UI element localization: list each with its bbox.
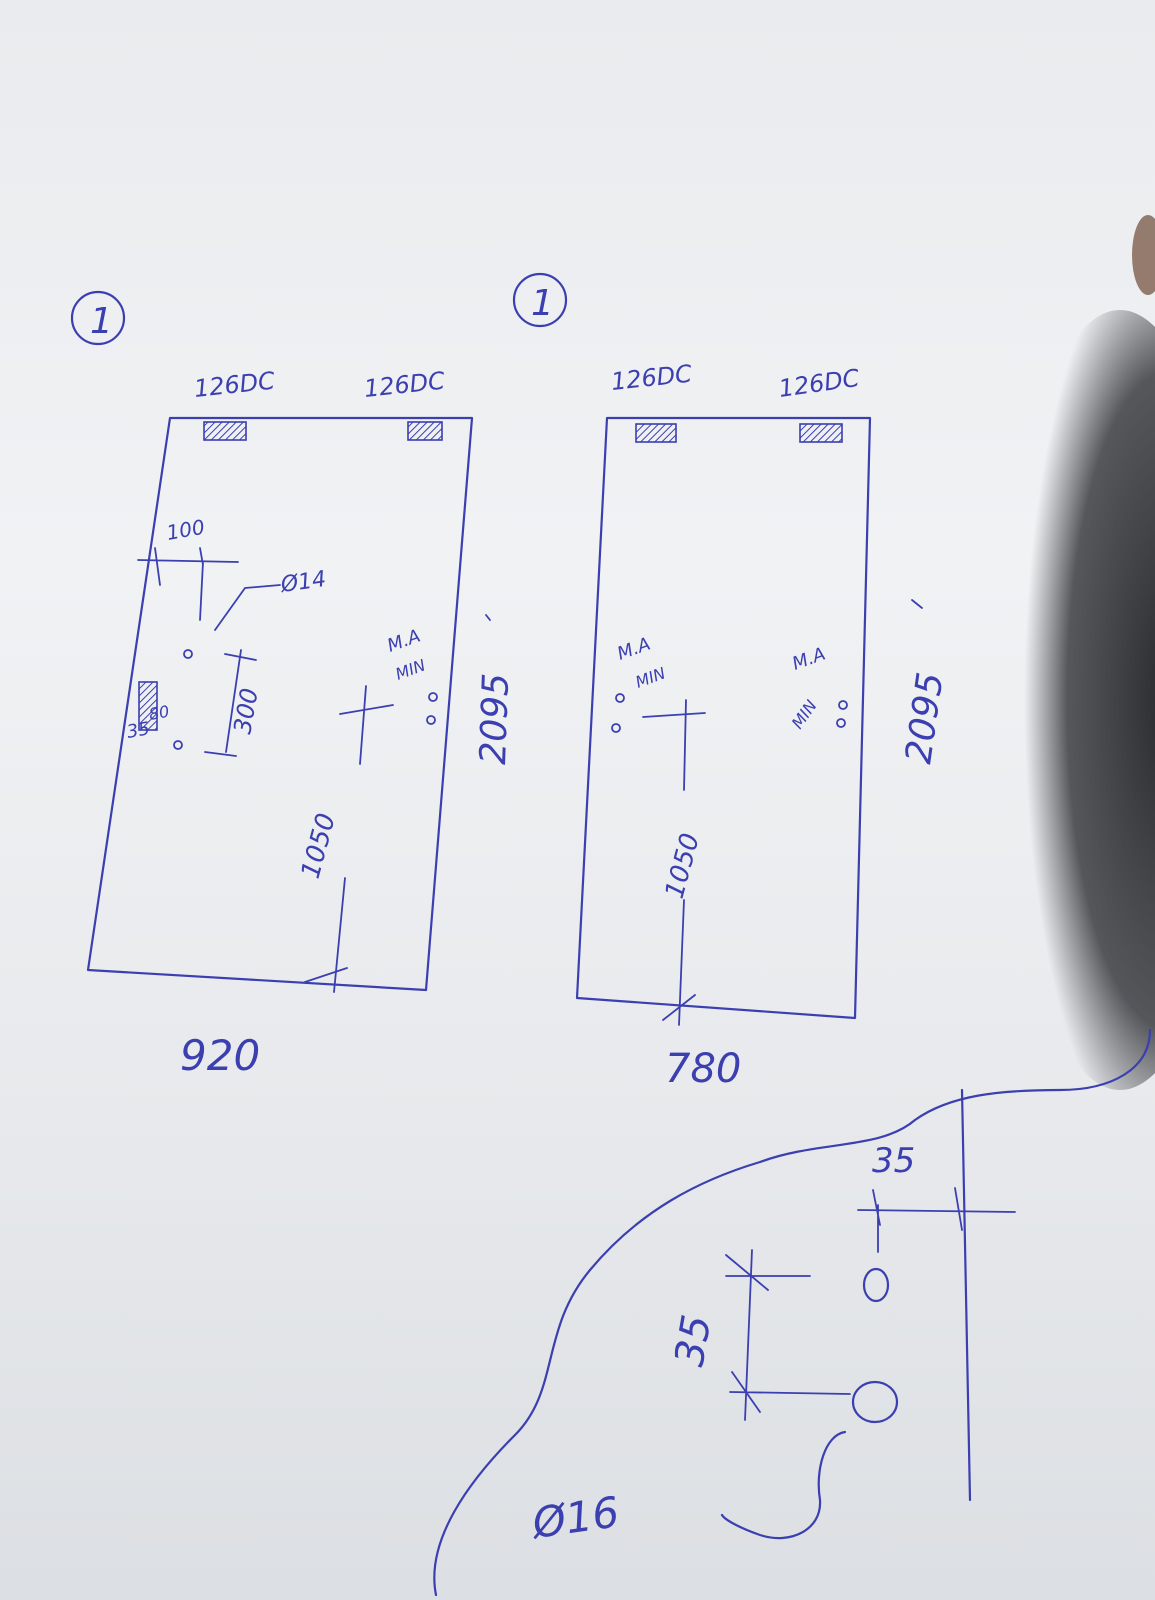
door-2-hinge-left-label: 126DC (610, 360, 694, 396)
door-2-number-circle (512, 272, 568, 328)
detail-drawing: 35 35 Ø16 (433, 1028, 1152, 1597)
door-1-hinge-left-label: 126DC (193, 367, 277, 403)
door-1-side-dimension-a: 35 (125, 718, 151, 743)
detail-top-dimension: 35 (872, 1141, 915, 1181)
door-2-lock-right-line2: MIN (788, 696, 821, 732)
detail-side-dimension: 35 (667, 1312, 721, 1370)
door-1-hole-leader (214, 584, 281, 631)
door-1-outline (86, 416, 474, 992)
detail-hole-label: Ø16 (528, 1487, 622, 1548)
door-1-lock-hole-top (428, 692, 438, 702)
detail-hole-bottom (851, 1380, 899, 1424)
door-1-spacing-dimension-lines (204, 649, 257, 757)
door-1-edge-dimension-lines (137, 547, 239, 621)
door-1-hinge-left (203, 421, 247, 441)
door-2-lock-left-hole-bottom (611, 723, 621, 733)
door-2-lock-left-hole-top (615, 693, 625, 703)
door-1-hole-top (183, 649, 193, 659)
door-2-height-tick (911, 599, 923, 609)
door-1-spacing-dimension: 300 (228, 686, 264, 736)
door-2-handle-height: 1050 (660, 830, 706, 902)
door-1-edge-dimension: 100 (165, 515, 207, 545)
door-1-number: 1 (90, 301, 113, 342)
door-2-height: 2095 (898, 670, 951, 766)
door-2-drawing: 1 126DC 126DC M.A MIN M.A MIN 1050 2095 … (512, 272, 952, 1092)
door-1-handle-height: 1050 (296, 810, 342, 882)
fingertip (1132, 215, 1155, 295)
door-2-handle-height-lines (662, 899, 696, 1026)
door-1-hinge-right (407, 421, 443, 441)
door-2-hinge-right-label: 126DC (777, 364, 861, 403)
door-1-side-dimension-b: 80 (147, 702, 170, 724)
detail-hole-top (862, 1267, 890, 1303)
detail-side-dimension-lines (725, 1249, 851, 1421)
door-2-number: 1 (531, 283, 554, 324)
door-2-lock-right-hole-bottom (836, 718, 846, 728)
door-1-handle-cross (339, 685, 394, 765)
door-1-hole-bottom (173, 740, 183, 750)
door-1-number-circle (70, 290, 126, 346)
door-1-height: 2095 (473, 672, 517, 765)
detail-hole-leader (720, 1430, 847, 1540)
door-1-lock-hole-bottom (426, 715, 436, 725)
door-1-hole-label: Ø14 (278, 567, 327, 598)
door-2-hinge-left (635, 423, 677, 443)
door-2-outline (575, 416, 872, 1020)
door-2-lock-left-line2: MIN (633, 663, 668, 691)
door-1-handle-height-lines (304, 877, 348, 993)
finger-shadow (1000, 310, 1155, 1090)
door-2-width: 780 (665, 1046, 741, 1092)
door-2-lock-left-line1: M.A (615, 633, 654, 664)
detail-edge-line (960, 1088, 972, 1502)
door-1-lock-line1: M.A (385, 625, 424, 656)
door-2-handle-cross (642, 699, 706, 791)
door-1-side-hinge (138, 681, 158, 731)
door-1-height-tick (485, 614, 491, 621)
detail-break-line (433, 1028, 1152, 1597)
door-1-hinge-right-label: 126DC (363, 367, 447, 403)
door-2-lock-right-hole-top (838, 700, 848, 710)
door-1-drawing: 1 126DC 126DC 100 Ø14 300 35 80 M.A MIN (70, 290, 517, 1080)
door-2-lock-right-line1: M.A (790, 643, 829, 674)
door-1-lock-line2: MIN (393, 655, 428, 683)
detail-top-dimension-lines (857, 1187, 1016, 1253)
door-2-hinge-right (799, 423, 843, 443)
door-1-width: 920 (180, 1031, 260, 1080)
